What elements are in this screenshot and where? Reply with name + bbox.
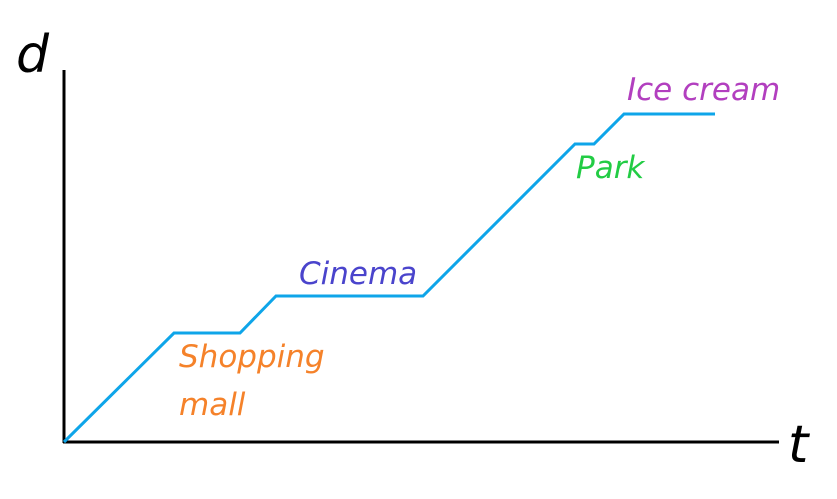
- annotation-label: Shopping: [179, 339, 325, 375]
- annotation-label: Cinema: [299, 256, 417, 292]
- series-line-journey: [62, 112, 715, 444]
- annotation-label: mall: [179, 387, 246, 423]
- x-axis-label: t: [788, 415, 810, 475]
- annotation-label: Ice cream: [627, 72, 780, 108]
- annotation-label: Park: [576, 150, 645, 186]
- y-axis-label: d: [16, 25, 50, 85]
